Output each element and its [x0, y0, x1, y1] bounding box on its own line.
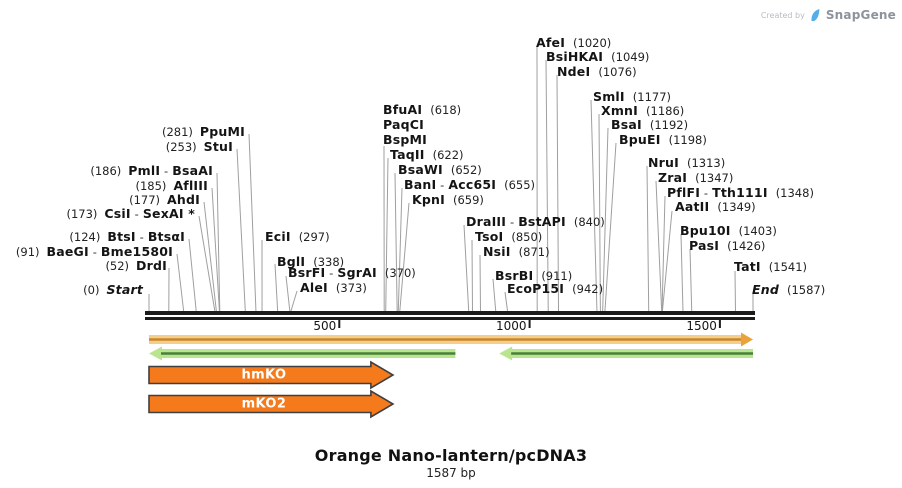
- site-label-paqci: PaqCI: [383, 117, 425, 132]
- site-label-pasi: PasI(1426): [689, 238, 766, 253]
- snapgene-brand-text: SnapGene: [825, 8, 896, 22]
- ruler-tick-label: 500: [313, 319, 337, 333]
- site-label-pflfi-tth111i: PflFI - Tth111I(1348): [667, 185, 814, 200]
- site-label-draiii-bstapi: DraIII - BstAPI(840): [466, 214, 605, 229]
- site-label-taqii: TaqII(622): [390, 147, 464, 162]
- site-label-btsi-bts-i: (124)BtsI - BtsαI: [69, 229, 185, 244]
- site-label-smli: SmlI(1177): [593, 89, 672, 104]
- snapgene-watermark: Created by SnapGene: [761, 8, 896, 22]
- site-label-stui: (253)StuI: [165, 139, 233, 154]
- map-length-subtitle: 1587 bp: [426, 466, 476, 480]
- site-label-bpuei: BpuEI(1198): [619, 132, 707, 147]
- feature-arrow-mko2: [148, 389, 395, 419]
- map-title: Orange Nano-lantern/pcDNA3: [314, 446, 588, 465]
- ruler-tick: [718, 319, 721, 328]
- orf-arrowhead-left: [499, 346, 513, 361]
- site-label-ppumi: (281)PpuMI: [161, 124, 245, 139]
- site-label-baegi-bme1580i: (91)BaeGI - Bme1580I: [15, 244, 173, 259]
- site-label-bsai: BsaI(1192): [611, 117, 689, 132]
- site-label-bgli: BglI(338): [277, 254, 345, 269]
- site-label-ahdi: (177)AhdI: [129, 192, 200, 207]
- site-label-alei: AleI(373): [300, 280, 367, 295]
- site-label-nrui: NruI(1313): [648, 155, 726, 170]
- snapgene-logo-icon: [811, 8, 820, 21]
- site-label-bsrfi-sgrai: BsrFI - SgrAI(370): [288, 265, 416, 280]
- site-label-tsoi: TsoI(850): [475, 229, 543, 244]
- ruler-tick-label: 1000: [496, 319, 527, 333]
- ruler-tick-label: 1500: [686, 319, 717, 333]
- site-label-bfuai: BfuAI(618): [383, 102, 462, 117]
- site-label-end: End(1587): [752, 282, 826, 297]
- sequence-bar: [145, 311, 755, 315]
- site-label-pmli-bsaai: (186)PmlI - BsaAI: [90, 163, 213, 178]
- site-label-nsii: NsiI(871): [483, 244, 550, 259]
- site-label-bani-acc65i: BanI - Acc65I(655): [404, 177, 536, 192]
- ruler-tick: [528, 319, 531, 328]
- feature-label-hmko: hmKO: [241, 367, 287, 383]
- orf-arrowhead-left: [149, 346, 162, 361]
- created-by-text: Created by: [760, 10, 805, 20]
- site-label-kpni: KpnI(659): [412, 192, 484, 207]
- site-label-ecii: EciI(297): [265, 229, 330, 244]
- site-label-afliii: (185)AflIII: [135, 178, 208, 193]
- site-label-drdi: (52)DrdI: [105, 258, 167, 273]
- site-label-csii-sexai-: (173)CsiI - SexAI *: [66, 206, 195, 221]
- site-label-zrai: ZraI(1347): [658, 170, 734, 185]
- feature-arrow-hmko: [148, 360, 395, 390]
- ruler-tick: [338, 319, 341, 328]
- feature-label-mko2: mKO2: [241, 396, 287, 412]
- site-label-tati: TatI(1541): [734, 259, 808, 274]
- site-label-bspmi: BspMI: [383, 132, 428, 147]
- site-label-start: (0)Start: [83, 282, 143, 297]
- site-label-afei: AfeI(1020): [536, 35, 612, 50]
- site-label-bsihkai: BsiHKAI(1049): [546, 49, 650, 64]
- site-label-bpu10i: Bpu10I(1403): [680, 223, 777, 238]
- site-label-bsrbi: BsrBI(911): [495, 268, 573, 283]
- site-label-ndei: NdeI(1076): [557, 64, 637, 79]
- site-label-xmni: XmnI(1186): [601, 103, 685, 118]
- site-label-bsawi: BsaWI(652): [398, 162, 482, 177]
- orf-arrowhead-right: [741, 332, 753, 347]
- site-label-aatii: AatII(1349): [675, 199, 756, 214]
- site-label-ecop15i: EcoP15I(942): [507, 281, 604, 296]
